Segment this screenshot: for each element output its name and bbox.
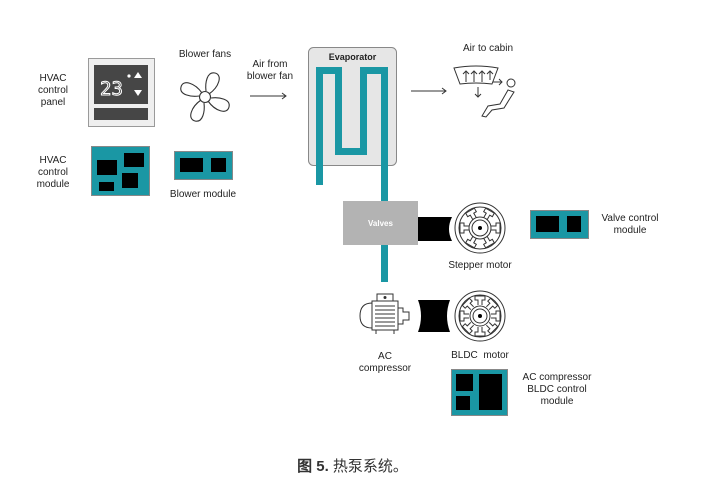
stepper-tooth <box>482 207 496 220</box>
figure-caption: 图 5. 热泵系统。 <box>0 455 705 476</box>
stepper-tooth <box>459 222 469 234</box>
panel-screen <box>94 65 148 104</box>
ac-compressor-icon <box>359 293 410 334</box>
stepper-tooth <box>464 207 478 220</box>
ac-compressor-label: AC compressor <box>358 351 412 374</box>
degree-icon <box>127 74 131 78</box>
air-to-cabin-label: Air to cabin <box>462 43 514 54</box>
valve-shaft-coupler <box>418 217 452 241</box>
evaporator-coil <box>316 67 388 282</box>
stepper-tooth <box>482 236 496 249</box>
bldc-tooth <box>474 327 486 337</box>
blower-module-label: Blower module <box>169 189 237 200</box>
arrow-up-icon <box>134 72 142 78</box>
arrow-right-icon <box>411 87 447 95</box>
temperature-readout: 23 <box>100 78 123 100</box>
air-from-blower-label: Air from blower fan <box>246 59 294 82</box>
panel-bar <box>94 108 148 120</box>
bldc-motor-icon <box>454 290 506 342</box>
bldc-control-module-label: AC compressor BLDC control module <box>522 372 592 407</box>
blower-module <box>174 151 233 180</box>
bldc-tooth <box>461 297 474 310</box>
bldc-tooth <box>486 322 499 335</box>
bldc-tooth <box>459 310 469 322</box>
hvac-control-module <box>91 146 150 196</box>
valves: Valves <box>343 201 418 245</box>
hvac-control-module-label: HVAC control module <box>36 155 70 190</box>
blower-fans-label: Blower fans <box>178 49 232 60</box>
evaporator-label: Evaporator <box>329 52 377 62</box>
hvac-control-panel-label: HVAC control panel <box>37 73 68 108</box>
bldc-control-module <box>451 369 508 416</box>
hvac-control-panel: 23 <box>88 58 155 127</box>
bldc-tooth <box>491 310 501 322</box>
stepper-motor-label: Stepper motor <box>448 260 512 271</box>
bldc-tooth <box>486 297 499 310</box>
compressor-shaft-coupler <box>418 300 450 332</box>
valves-label: Valves <box>368 219 393 228</box>
cabin-air-icon <box>453 65 516 118</box>
valve-control-module-label: Valve control module <box>601 213 659 236</box>
arrow-right-icon <box>250 92 287 100</box>
blower-fan-icon <box>180 72 230 122</box>
stepper-tooth <box>491 222 501 234</box>
bldc-tooth <box>461 322 474 335</box>
evaporator: Evaporator <box>308 47 397 282</box>
stepper-tooth <box>464 236 478 249</box>
stepper-motor-icon <box>454 202 506 254</box>
bldc-motor-label: BLDC motor <box>451 350 509 361</box>
figure-number: 图 5. <box>297 458 329 475</box>
figure-title: 热泵系统。 <box>328 458 408 475</box>
valve-control-module <box>530 210 589 239</box>
bldc-tooth <box>474 295 486 305</box>
arrow-down-icon <box>134 90 142 96</box>
